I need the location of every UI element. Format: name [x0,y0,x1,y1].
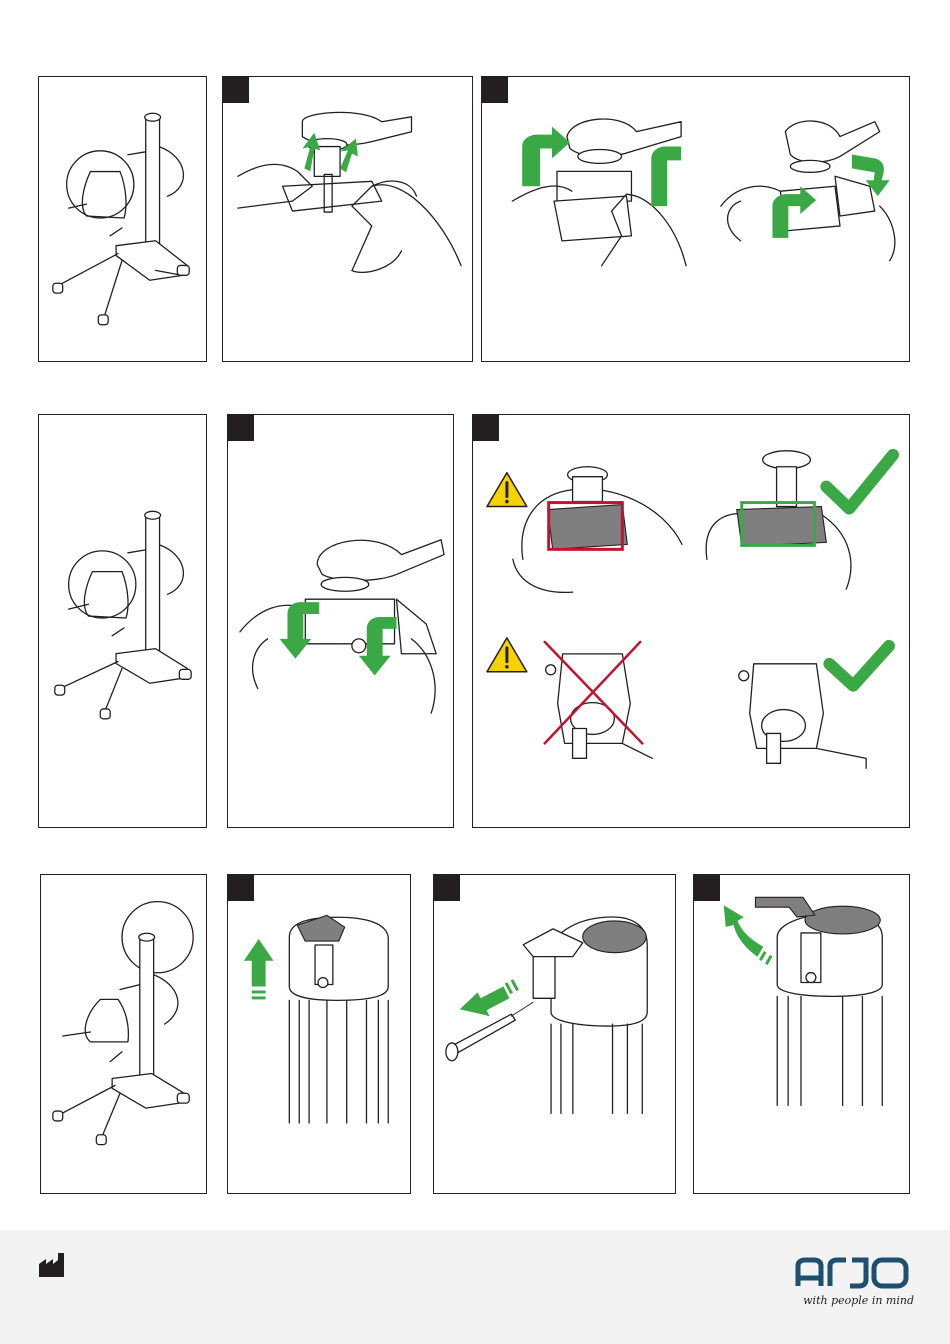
warning-icon [487,473,527,507]
patient-lift-overview-icon [39,415,206,827]
curved-arrow-icon [724,905,773,965]
step-rotate-attach [481,76,910,362]
overview-lift-row3 [40,874,207,1194]
patient-lift-overview-icon [39,77,206,361]
checkmark-icon [826,455,893,509]
step-remove-pin [433,874,676,1194]
step-lift-spreader-bar [222,76,473,362]
arrow-up-icon [244,939,274,999]
step-check-position [472,414,910,828]
step-lower-spreader-bar [227,414,454,828]
patient-lift-overview-icon [41,875,206,1193]
hands-rotate-icon [482,77,909,361]
cover-icon [434,875,675,1193]
pin-icon [446,1002,533,1061]
mast-top-icon [228,875,410,1193]
step-lift-cap [227,874,411,1194]
overview-lift-row2 [38,414,207,828]
hands-lower-icon [228,415,453,827]
footer: with people in mind [0,1230,950,1344]
overview-lift-row1 [38,76,207,362]
factory-icon [38,1252,66,1278]
arrow-left-icon [460,979,519,1016]
step-open-cover [693,874,910,1194]
arjo-logo-mark [794,1256,910,1290]
tagline: with people in mind [803,1294,914,1307]
arjo-logo: with people in mind [794,1256,914,1316]
warning-icon [487,638,527,672]
hands-lift-icon [223,77,472,361]
